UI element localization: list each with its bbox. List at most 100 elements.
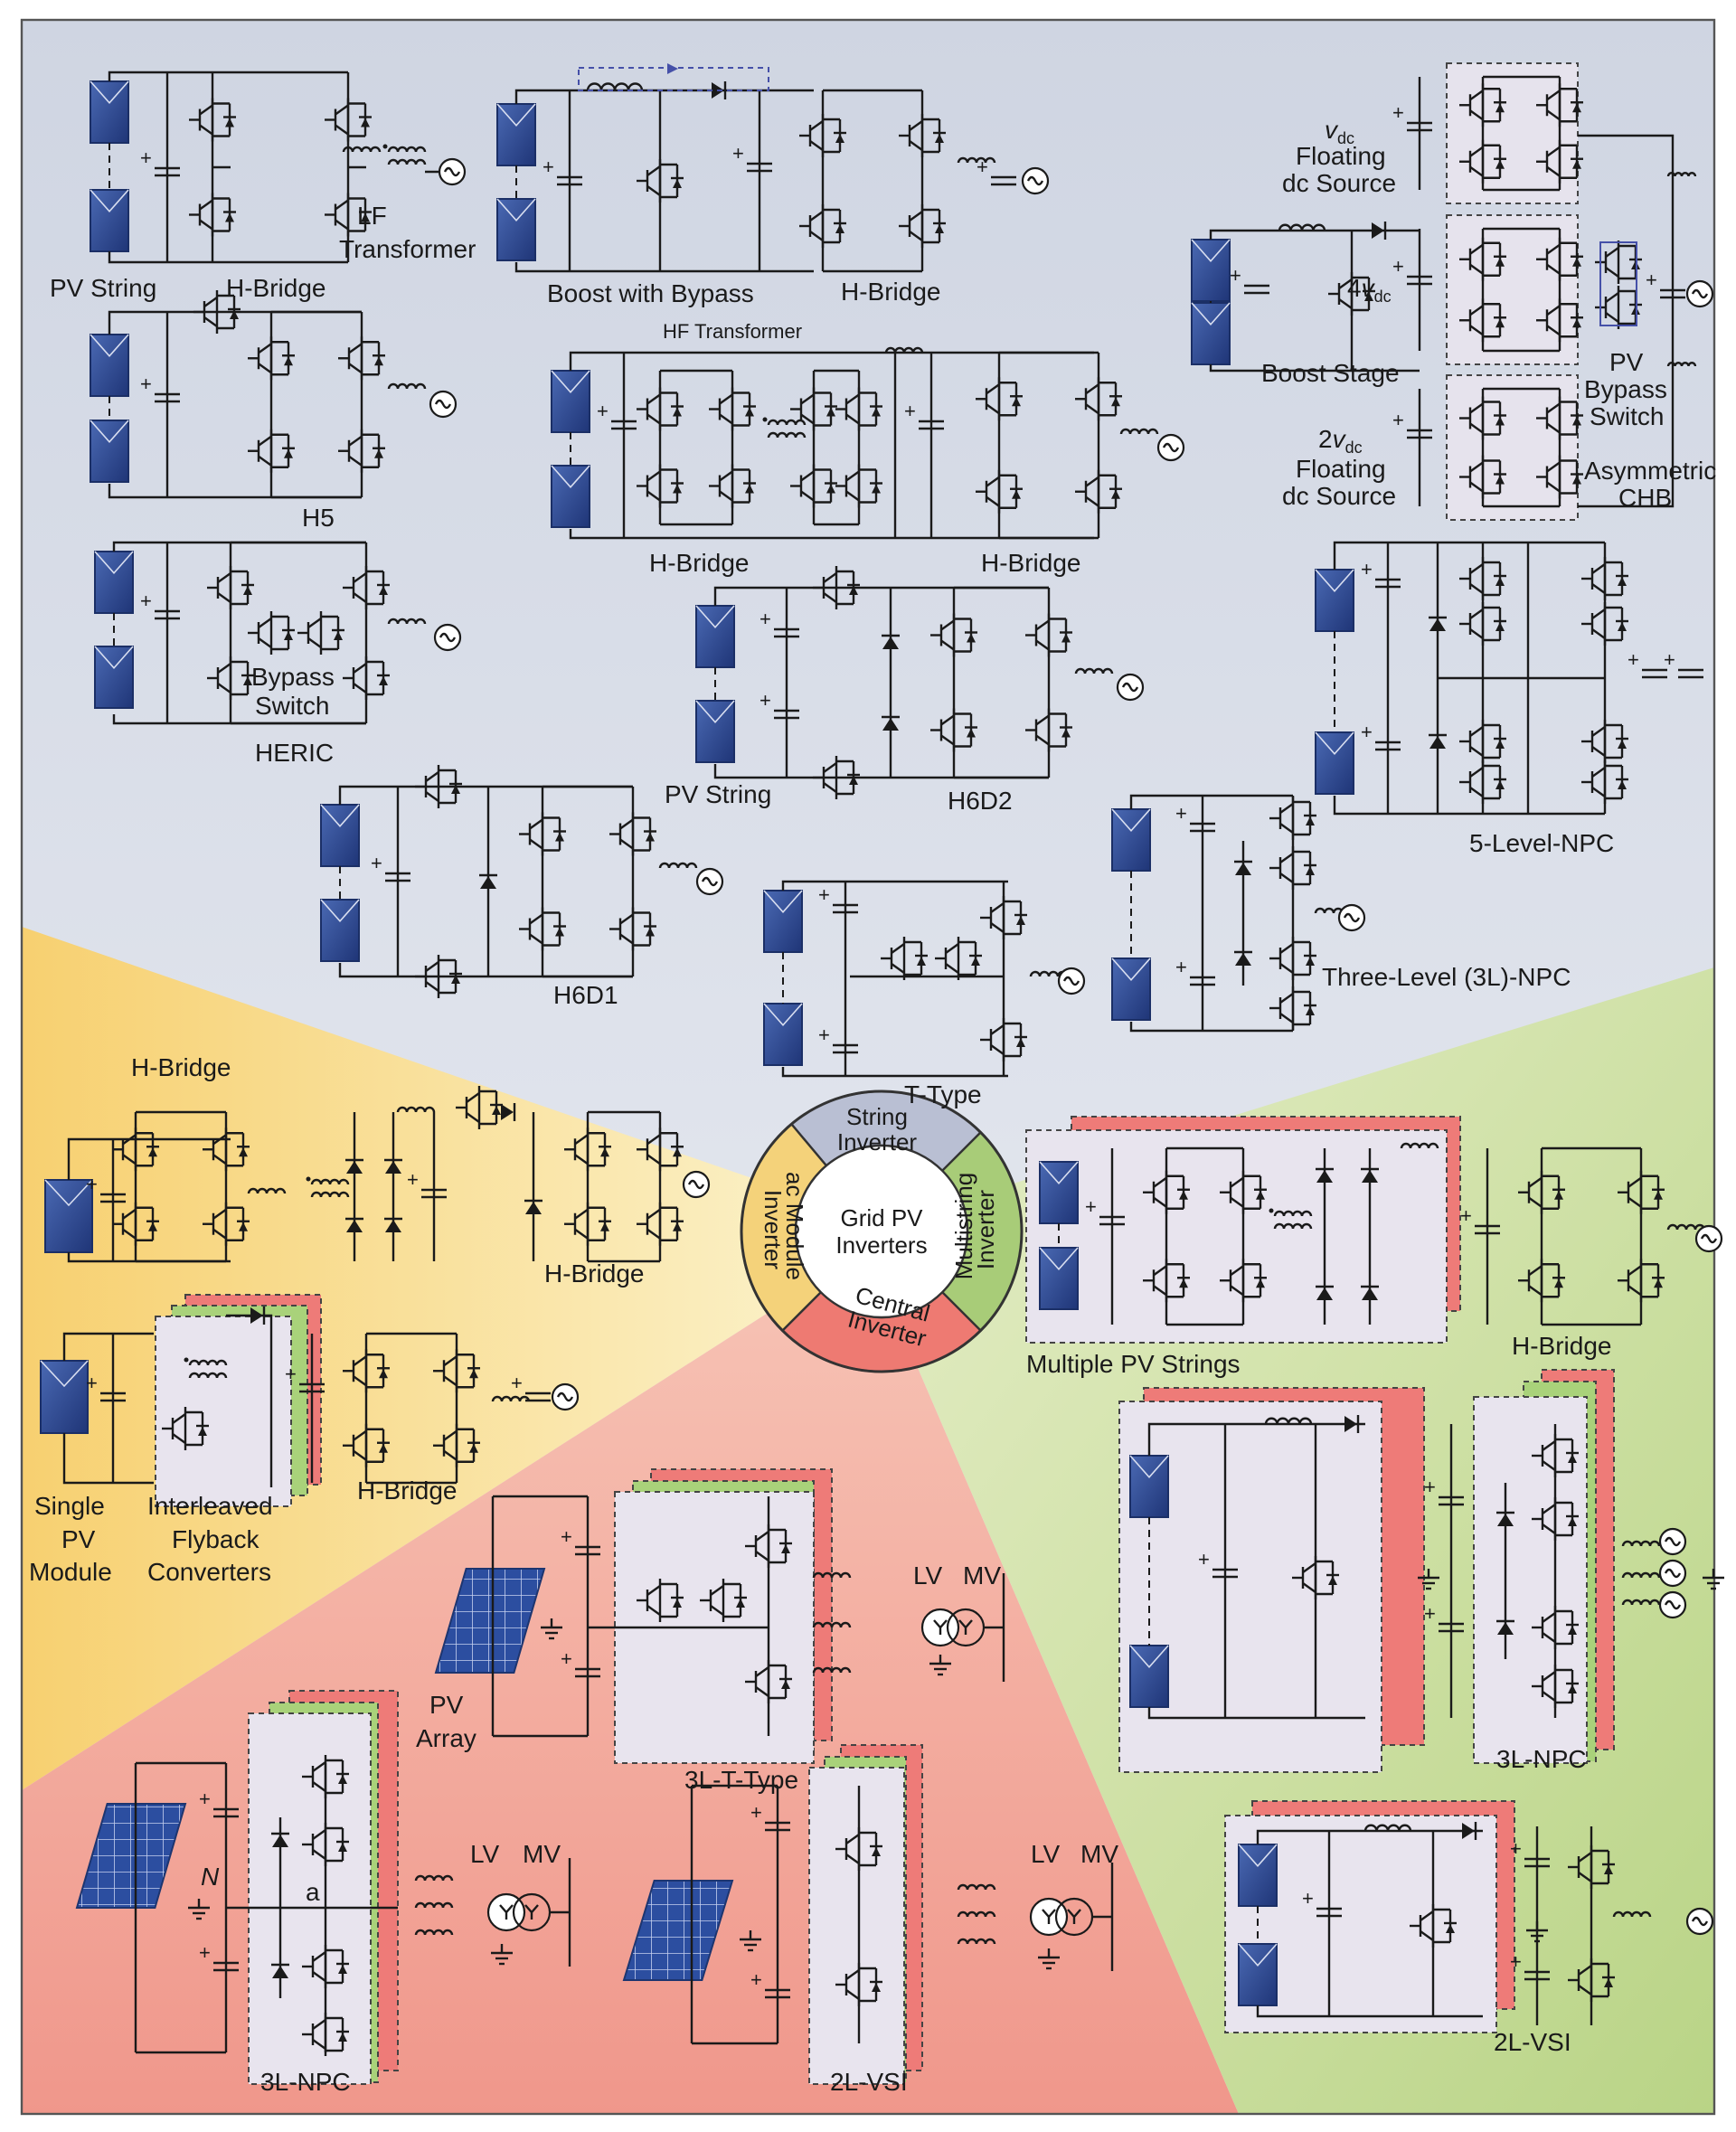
plus-sign: + bbox=[285, 1363, 297, 1385]
wire bbox=[1542, 1612, 1556, 1623]
wire bbox=[719, 490, 733, 502]
label-3l-npc-2: 3L-NPC bbox=[1496, 1745, 1587, 1773]
dot bbox=[762, 417, 768, 422]
wheel-center-label: Inverters bbox=[835, 1231, 927, 1259]
plus-sign: + bbox=[732, 142, 744, 165]
wire bbox=[353, 663, 367, 674]
inductor-icon bbox=[396, 1106, 436, 1113]
wire bbox=[212, 1154, 227, 1165]
wire bbox=[1528, 1176, 1543, 1188]
pv-panel-icon bbox=[90, 189, 129, 252]
wheel-label-string: Inverter bbox=[837, 1128, 917, 1156]
circuit-multistring-3l-npc: +++ bbox=[1118, 1369, 1724, 1773]
pv-panel-icon bbox=[551, 465, 590, 528]
inductor-icon bbox=[767, 431, 807, 439]
label-pv-string-1: PV String bbox=[50, 274, 156, 302]
wire bbox=[1085, 403, 1099, 415]
plus-sign: + bbox=[1361, 558, 1373, 580]
pv-panel-icon bbox=[763, 1003, 803, 1066]
wire bbox=[646, 413, 661, 425]
circuit-multistring-hbridge: ++ bbox=[1025, 1116, 1723, 1344]
diode-icon bbox=[1429, 618, 1446, 631]
diode-icon bbox=[882, 718, 899, 731]
wire bbox=[986, 495, 1000, 507]
wire bbox=[1469, 165, 1484, 177]
ac-source-icon bbox=[1162, 442, 1180, 453]
plus-sign: + bbox=[597, 400, 609, 422]
wire bbox=[1035, 619, 1050, 631]
wire bbox=[755, 1551, 769, 1561]
label-h-bridge-5: H-Bridge bbox=[131, 1053, 231, 1081]
pv-panel-icon bbox=[320, 899, 360, 923]
circuit-ac-module-hbridge: ++ bbox=[44, 1086, 711, 1263]
inductor-icon bbox=[342, 146, 382, 153]
pv-panel-icon bbox=[320, 899, 360, 962]
pv-panel-icon bbox=[90, 420, 129, 483]
wye bbox=[933, 1619, 948, 1635]
circuit-heric: + bbox=[94, 541, 462, 725]
wire bbox=[1546, 481, 1561, 493]
wire bbox=[781, 880, 1008, 891]
plus-sign: + bbox=[1510, 1837, 1522, 1860]
plus-sign: + bbox=[976, 156, 988, 178]
wire bbox=[646, 1208, 661, 1220]
pv-panel-icon bbox=[1315, 731, 1354, 795]
wire bbox=[986, 476, 1000, 487]
wire bbox=[1469, 109, 1484, 121]
classification-wheel: Grid PVInvertersStringInverterMultistrin… bbox=[740, 1090, 1024, 1373]
inductor-icon bbox=[1273, 1222, 1313, 1230]
wire bbox=[990, 922, 1005, 933]
wire bbox=[312, 1971, 326, 1982]
pv-panel-icon bbox=[40, 1360, 89, 1388]
plus-sign: + bbox=[760, 689, 771, 712]
label-flyback: Flyback bbox=[172, 1525, 259, 1553]
label-hf-transformer: HF Transformer bbox=[663, 320, 802, 343]
pv-panel-icon bbox=[90, 80, 129, 144]
wheel-label-multistring: Multistring bbox=[950, 1173, 977, 1279]
circuit-5l-npc: ++++ bbox=[1315, 541, 1703, 816]
pv-panel-icon bbox=[94, 551, 134, 614]
converter-frame bbox=[1473, 1396, 1588, 1764]
ac-source-icon bbox=[443, 166, 461, 177]
inductor-icon bbox=[387, 618, 427, 625]
wire bbox=[1147, 1422, 1365, 1456]
label-2l-vsi-2: 2L-VSI bbox=[1494, 2028, 1571, 2056]
label-a: a bbox=[306, 1878, 320, 1906]
pv-panel-icon bbox=[1111, 808, 1151, 833]
plus-sign: + bbox=[199, 1941, 211, 1964]
label-floating-1: Floating bbox=[1296, 142, 1386, 170]
wire bbox=[1628, 1265, 1642, 1277]
wire bbox=[1591, 563, 1606, 574]
label-n: N bbox=[201, 1863, 220, 1891]
wire bbox=[646, 470, 661, 482]
wire bbox=[646, 490, 661, 502]
ac-source-icon bbox=[1691, 288, 1709, 299]
wire bbox=[1546, 305, 1561, 316]
wire bbox=[1605, 312, 1619, 323]
pv-panel-icon bbox=[1191, 239, 1231, 302]
wire bbox=[1279, 993, 1294, 1004]
wire bbox=[940, 714, 955, 726]
label-pv: PV bbox=[1609, 348, 1644, 376]
label-h-bridge-2: H-Bridge bbox=[841, 278, 940, 306]
pv-panel-icon bbox=[1238, 1943, 1278, 1967]
wire bbox=[646, 1154, 661, 1165]
wheel-center bbox=[794, 1144, 969, 1319]
label-mv-1: MV bbox=[963, 1561, 1001, 1590]
wire bbox=[945, 943, 959, 954]
pv-panel-icon bbox=[695, 700, 735, 724]
wire bbox=[1528, 1285, 1543, 1297]
wire bbox=[800, 393, 815, 405]
wire bbox=[1591, 767, 1606, 778]
wire bbox=[1578, 1965, 1592, 1976]
wire bbox=[845, 1834, 860, 1844]
plus-sign: + bbox=[542, 156, 554, 178]
wye bbox=[499, 1904, 514, 1920]
plus-sign: + bbox=[199, 1788, 211, 1810]
wire bbox=[755, 1666, 769, 1677]
wire bbox=[1605, 292, 1619, 303]
label-h-bridge-1: H-Bridge bbox=[226, 274, 326, 302]
pv-panel-icon bbox=[320, 804, 360, 828]
circuit-asymmetric-chb: +++++ bbox=[1191, 62, 1714, 521]
label-h5: H5 bbox=[302, 504, 335, 532]
